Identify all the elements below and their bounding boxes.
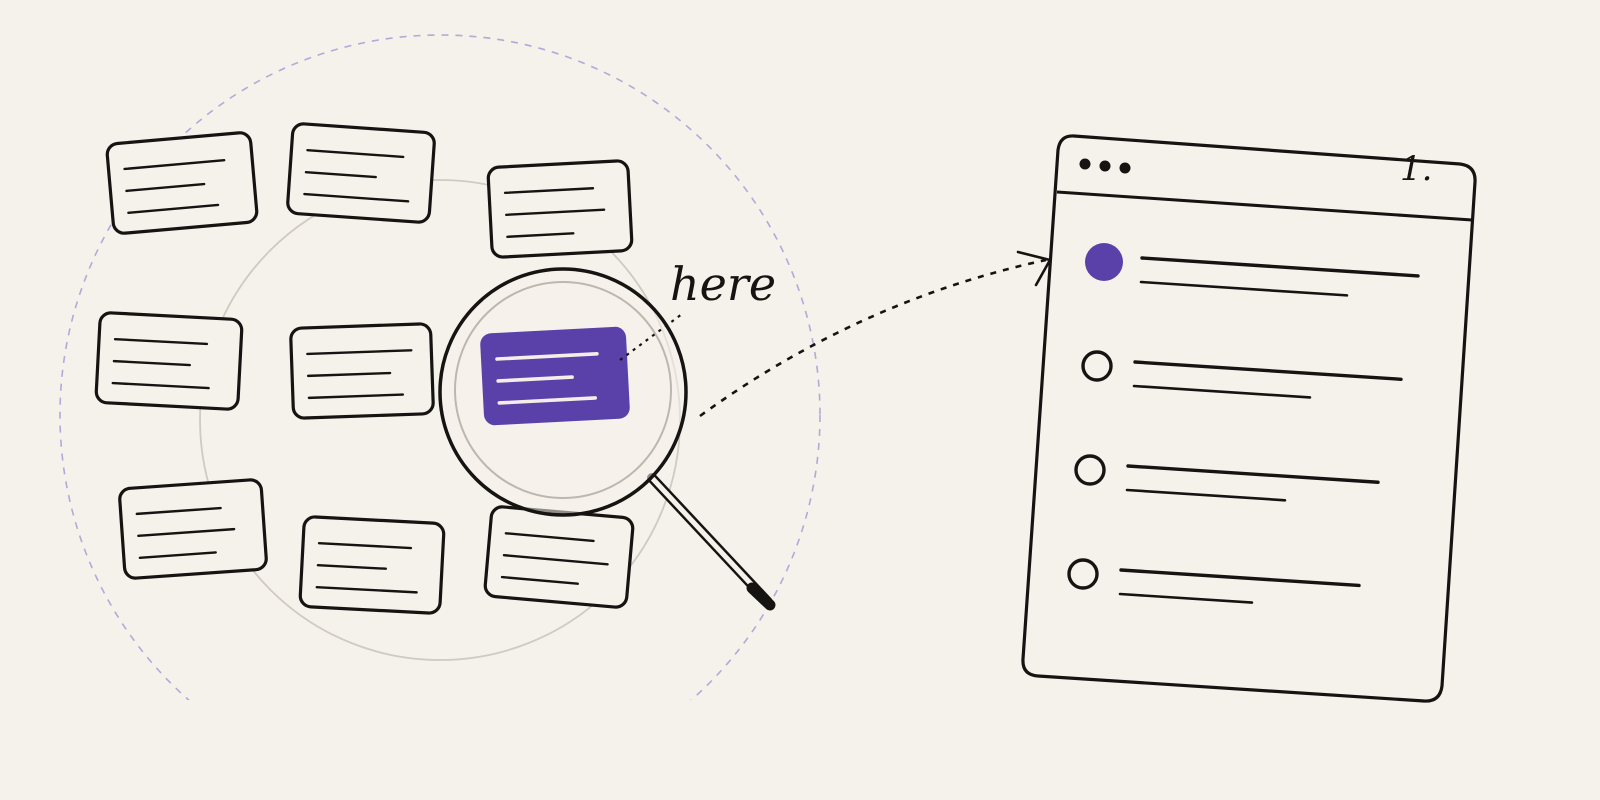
result-item: [1074, 454, 1380, 502]
unselected-radio-icon: [1067, 558, 1099, 590]
highlighted-document: [480, 326, 630, 426]
card-text-line: [503, 187, 595, 195]
card-body: [105, 131, 259, 235]
card-text-line: [135, 506, 222, 516]
arrowhead-icon: [1016, 250, 1052, 287]
card-text-line: [113, 337, 209, 346]
card-body: [286, 122, 436, 224]
results-panel-frame: [1021, 134, 1477, 703]
card-text-line: [304, 170, 377, 179]
window-dots: [1079, 158, 1131, 174]
card-text-line: [502, 553, 609, 566]
results-panel-titlebar-divider: [1056, 190, 1473, 222]
card-text-line: [317, 541, 413, 550]
card-text-line: [303, 192, 410, 203]
result-item: [1085, 243, 1420, 297]
magnifier-handle-grip: [746, 582, 776, 611]
result-subtitle-line: [1132, 384, 1312, 399]
document-card: [298, 515, 446, 615]
target-document-card: [480, 326, 630, 426]
document-card: [286, 122, 436, 224]
rank-label: 1.: [1400, 149, 1432, 189]
result-item: [1081, 350, 1403, 399]
document-card: [94, 311, 244, 411]
results-list: [1067, 243, 1420, 604]
document-card: [289, 322, 435, 420]
card-text-line: [315, 585, 418, 594]
card-text-line: [506, 232, 575, 238]
magnifier-lens-inner-ring: [454, 281, 672, 499]
magnifier-handle-inner: [650, 476, 754, 587]
document-card: [105, 131, 259, 235]
card-text-line: [505, 208, 606, 217]
window-dot-icon: [1079, 158, 1091, 170]
result-title-line: [1133, 360, 1403, 381]
document-card: [483, 505, 635, 609]
connector-path: [699, 258, 1047, 418]
here-label: here: [670, 257, 776, 311]
card-text-line: [306, 349, 413, 356]
unselected-radio-icon: [1081, 350, 1113, 382]
result-subtitle-line: [1118, 592, 1254, 604]
card-body: [480, 326, 630, 426]
card-text-line: [316, 563, 388, 570]
card-text-line: [112, 359, 192, 367]
card-text-line: [123, 159, 226, 171]
result-subtitle-line: [1139, 280, 1349, 297]
card-text-line: [497, 396, 598, 405]
document-card: [118, 478, 268, 580]
result-item: [1067, 558, 1361, 604]
result-title-line: [1140, 256, 1420, 278]
card-body: [483, 505, 635, 609]
unselected-radio-icon: [1074, 454, 1106, 486]
card-text-line: [495, 351, 599, 361]
window-dot-icon: [1099, 160, 1111, 172]
card-text-line: [111, 381, 210, 390]
card-body: [118, 478, 268, 580]
window-dot-icon: [1119, 162, 1131, 174]
here-pointer-line: [619, 313, 683, 361]
result-title-line: [1119, 568, 1361, 588]
card-text-line: [138, 551, 217, 559]
card-text-line: [306, 149, 405, 159]
document-card: [486, 159, 634, 259]
card-text-line: [127, 203, 220, 214]
cluster-rings: [59, 34, 821, 800]
card-text-line: [496, 375, 574, 383]
card-body: [289, 322, 435, 420]
card-body: [486, 159, 634, 259]
card-text-line: [125, 182, 206, 193]
card-text-line: [306, 371, 392, 378]
ranked-results-panel: 1.: [1021, 134, 1477, 703]
document-cards: [94, 122, 635, 615]
outer-search-ring: [59, 34, 821, 796]
result-title-line: [1126, 464, 1380, 484]
card-text-line: [500, 575, 579, 585]
card-text-line: [137, 527, 236, 538]
card-text-line: [504, 532, 595, 543]
selected-radio-icon: [1085, 243, 1123, 281]
card-text-line: [307, 393, 405, 400]
result-subtitle-line: [1125, 488, 1287, 502]
